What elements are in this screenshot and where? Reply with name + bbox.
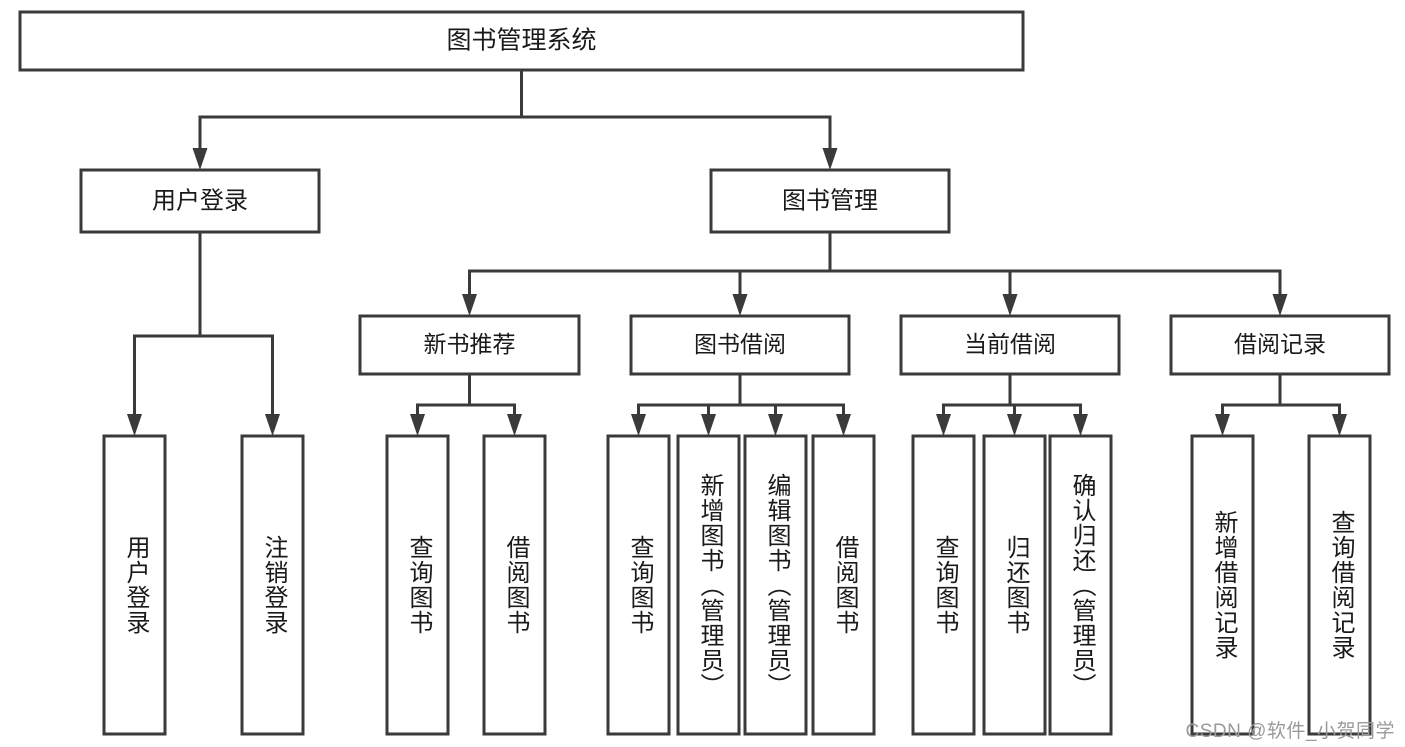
- connectors-layer: [127, 68, 1347, 436]
- node-label-current-borrow: 当前借阅: [964, 331, 1056, 357]
- node-box-leaf-borrow-book-recommend[interactable]: [482, 434, 547, 736]
- node-box-leaf-borrow-book[interactable]: [811, 434, 876, 736]
- node-box-book-borrow[interactable]: [629, 314, 851, 376]
- node-box-current-borrow[interactable]: [899, 314, 1121, 376]
- node-box-root[interactable]: [18, 10, 1025, 72]
- node-label-user-login: 用户登录: [152, 187, 248, 214]
- node-box-leaf-add-borrow-record[interactable]: [1190, 434, 1255, 736]
- node-box-leaf-edit-book[interactable]: [743, 434, 808, 736]
- node-box-leaf-query-book-borrow[interactable]: [606, 434, 671, 736]
- node-label-book-borrow: 图书借阅: [694, 331, 786, 357]
- connector-edge-user-login-bus: [127, 230, 280, 436]
- node-label-borrow-record: 借阅记录: [1234, 331, 1326, 357]
- node-box-leaf-add-book[interactable]: [676, 434, 741, 736]
- connector-edge-book-manage-bus: [462, 230, 1288, 316]
- node-label-new-book-recommend: 新书推荐: [424, 331, 516, 357]
- node-box-leaf-confirm-return[interactable]: [1048, 434, 1113, 736]
- connector-edge-record-bus: [1215, 372, 1347, 436]
- node-box-leaf-query-borrow-record[interactable]: [1307, 434, 1372, 736]
- node-box-leaf-return-book[interactable]: [982, 434, 1047, 736]
- connector-edge-root-bus: [192, 68, 838, 170]
- node-box-user-login[interactable]: [79, 168, 321, 234]
- boxes-layer: [18, 10, 1391, 736]
- connector-edge-recommend-bus: [410, 372, 522, 436]
- connector-edge-current-bus: [936, 372, 1088, 436]
- node-box-leaf-query-book-current[interactable]: [911, 434, 976, 736]
- node-label-root: 图书管理系统: [446, 27, 596, 55]
- node-box-leaf-user-login[interactable]: [102, 434, 167, 736]
- node-box-new-book-recommend[interactable]: [358, 314, 581, 376]
- node-box-borrow-record[interactable]: [1169, 314, 1391, 376]
- connector-edge-borrow-bus: [631, 372, 851, 436]
- node-box-book-manage[interactable]: [709, 168, 951, 234]
- node-box-leaf-query-book-recommend[interactable]: [385, 434, 450, 736]
- node-box-leaf-logout-login[interactable]: [240, 434, 305, 736]
- watermark-text: CSDN @软件_小贺同学: [1185, 721, 1395, 742]
- node-label-book-manage: 图书管理: [782, 187, 878, 214]
